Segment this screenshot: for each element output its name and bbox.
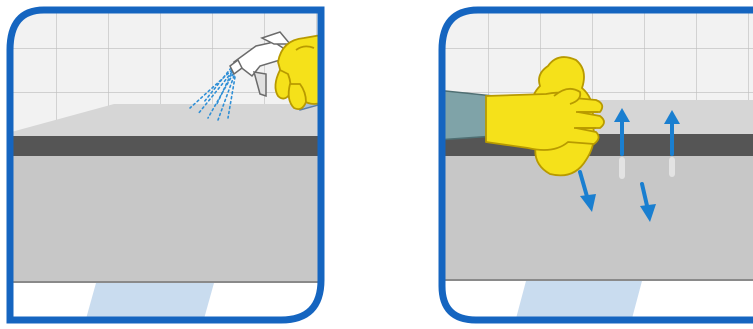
cabinet-front — [4, 156, 327, 282]
spray-step-illustration — [4, 4, 327, 326]
wipe-step-illustration — [436, 4, 753, 326]
spray-step-panel — [4, 4, 327, 326]
wipe-step-panel — [436, 4, 753, 326]
cabinet-front — [436, 156, 753, 280]
counter-edge — [4, 136, 327, 156]
